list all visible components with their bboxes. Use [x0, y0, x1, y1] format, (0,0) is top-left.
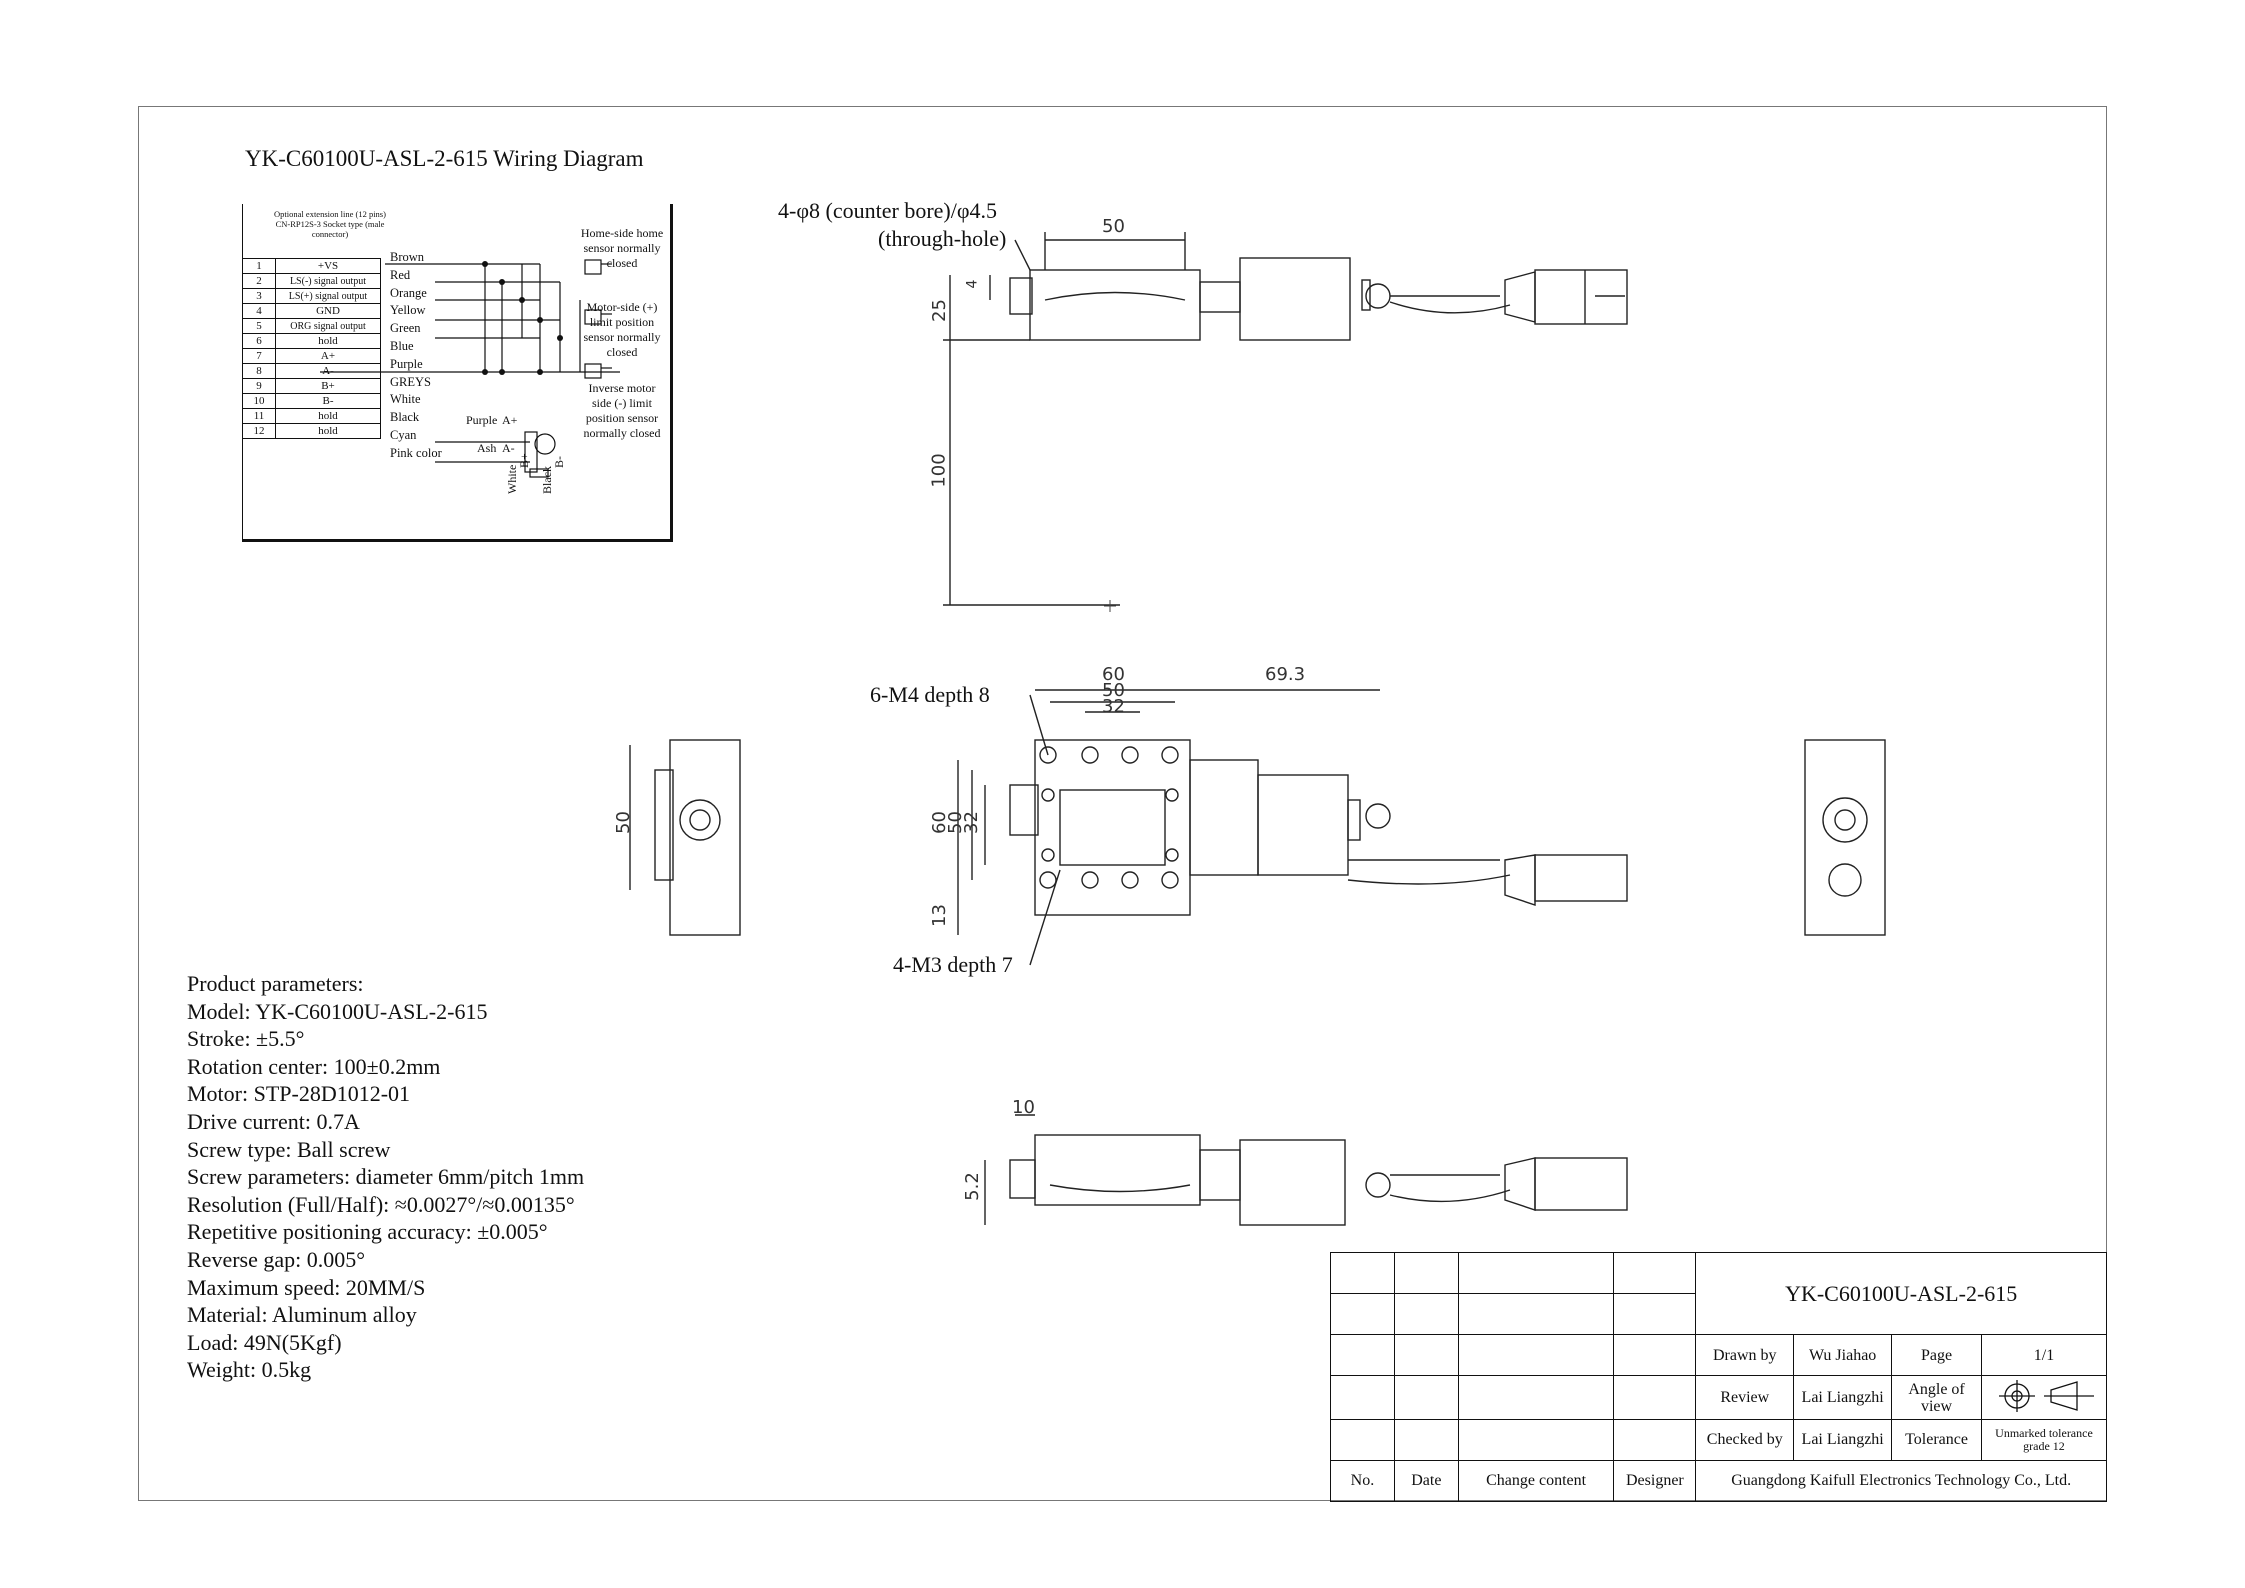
product-parameters: Product parameters: Model: YK-C60100U-AS…: [187, 970, 584, 1384]
callout-m4: 6-M4 depth 8: [870, 682, 990, 707]
checked-by-label: Checked by: [1695, 1418, 1795, 1461]
drawn-by: Wu Jiahao: [1793, 1334, 1893, 1377]
param-line: Model: YK-C60100U-ASL-2-615: [187, 998, 488, 1024]
inverse-sensor-label: Inverse motor side (-) limit position se…: [583, 381, 661, 440]
dim-mid-50: 50: [1102, 680, 1125, 701]
pin-number: 12: [242, 423, 276, 439]
param-line: Drive current: 0.7A: [187, 1108, 360, 1134]
reviewer: Lai Liangzhi: [1793, 1375, 1893, 1420]
connector-note: Optional extension line (12 pins) CN-RP1…: [274, 209, 386, 239]
param-line: Repetitive positioning accuracy: ±0.005°: [187, 1219, 548, 1245]
home-sensor-label: Home-side home sensor normally closed: [580, 226, 664, 270]
angle-of-view-label: Angle of view: [1891, 1375, 1982, 1420]
col-designer: Designer: [1613, 1459, 1697, 1503]
title-model: YK-C60100U-ASL-2-615: [1695, 1251, 2107, 1336]
wire-color-label: Orange: [390, 285, 427, 300]
col-change: Change content: [1457, 1459, 1615, 1503]
param-line: Rotation center: 100±0.2mm: [187, 1053, 441, 1079]
dim-top-4: 4: [964, 279, 981, 289]
param-line: Material: Aluminum alloy: [187, 1302, 417, 1328]
param-line: Screw type: Ball screw: [187, 1136, 391, 1162]
wire-color-label: Red: [390, 267, 411, 282]
motor-ash-label: Ash: [477, 441, 497, 455]
param-line: Motor: STP-28D1012-01: [187, 1081, 411, 1107]
wire-color-label: Blue: [390, 339, 414, 353]
review-label: Review: [1695, 1375, 1795, 1420]
param-line: Load: 49N(5Kgf): [187, 1329, 342, 1355]
wire-color-label: Green: [390, 321, 421, 336]
tolerance-value: Unmarked tolerance grade 12: [1980, 1418, 2108, 1461]
motor-side-sensor-label: Motor-side (+) limit position sensor nor…: [583, 300, 661, 359]
dim-side-50: 50: [612, 811, 634, 834]
callout-through-hole: (through-hole): [878, 226, 1007, 251]
dim-mid-69-3: 69.3: [1265, 664, 1306, 685]
drawing-frame: [138, 106, 2107, 1501]
pin-signal: hold: [275, 423, 381, 439]
wiring-lines: [320, 259, 620, 478]
wire-color-label: GREYS: [390, 374, 431, 389]
dim-left-32: 32: [960, 811, 982, 834]
param-line: Maximum speed: 20MM/S: [187, 1274, 426, 1300]
param-line: Resolution (Full/Half): ≈0.0027°/≈0.0013…: [187, 1191, 575, 1217]
projection-symbol-icon: [1998, 1379, 2094, 1412]
motor-purple-label: Purple: [466, 413, 498, 427]
col-date: Date: [1393, 1459, 1459, 1503]
wire-color-label: Black: [390, 410, 420, 425]
wiring-title: YK-C60100U-ASL-2-615 Wiring Diagram: [245, 146, 644, 171]
wire-color-label: Brown: [390, 250, 425, 264]
drawn-by-label: Drawn by: [1695, 1334, 1795, 1377]
checker: Lai Liangzhi: [1793, 1418, 1893, 1461]
dim-left-13: 13: [928, 904, 950, 927]
param-line: Screw parameters: diameter 6mm/pitch 1mm: [187, 1164, 585, 1190]
dim-top-25: 25: [928, 299, 950, 322]
wire-color-label: White: [390, 392, 421, 407]
motor-a-minus-label: A-: [502, 441, 515, 455]
page-label: Page: [1891, 1334, 1982, 1377]
company-name: Guangdong Kaifull Electronics Technology…: [1695, 1459, 2107, 1503]
params-heading: Product parameters:: [187, 971, 364, 996]
title-block: YK-C60100U-ASL-2-615 Drawn by Wu Jiahao …: [1330, 1251, 2108, 1503]
callout-counter-bore: 4-φ8 (counter bore)/φ4.5: [778, 198, 998, 223]
wire-color-label: Yellow: [390, 303, 426, 318]
callout-m3: 4-M3 depth 7: [893, 952, 1013, 977]
wire-color-label: Pink color: [390, 445, 442, 460]
angle-of-view-symbol: [1980, 1375, 2108, 1420]
tolerance-label: Tolerance: [1891, 1418, 1982, 1461]
motor-a-plus-label: A+: [502, 413, 518, 427]
dim-bot-5-2: 5.2: [961, 1172, 983, 1201]
param-line: Reverse gap: 0.005°: [187, 1246, 366, 1272]
wire-color-label: Cyan: [390, 428, 417, 442]
dim-mid-32: 32: [1102, 696, 1125, 717]
page-number: 1/1: [1980, 1334, 2108, 1377]
dim-top-50: 50: [1102, 216, 1125, 237]
col-no: No.: [1330, 1459, 1395, 1503]
dim-top-100: 100: [928, 453, 950, 488]
dim-mid-60: 60: [1102, 664, 1125, 685]
param-line: Stroke: ±5.5°: [187, 1026, 305, 1052]
dim-bot-10: 10: [1012, 1097, 1035, 1118]
wire-color-label: Purple: [390, 356, 423, 371]
param-line: Weight: 0.5kg: [187, 1357, 312, 1383]
pin-row: 1+VS: [242, 258, 381, 274]
